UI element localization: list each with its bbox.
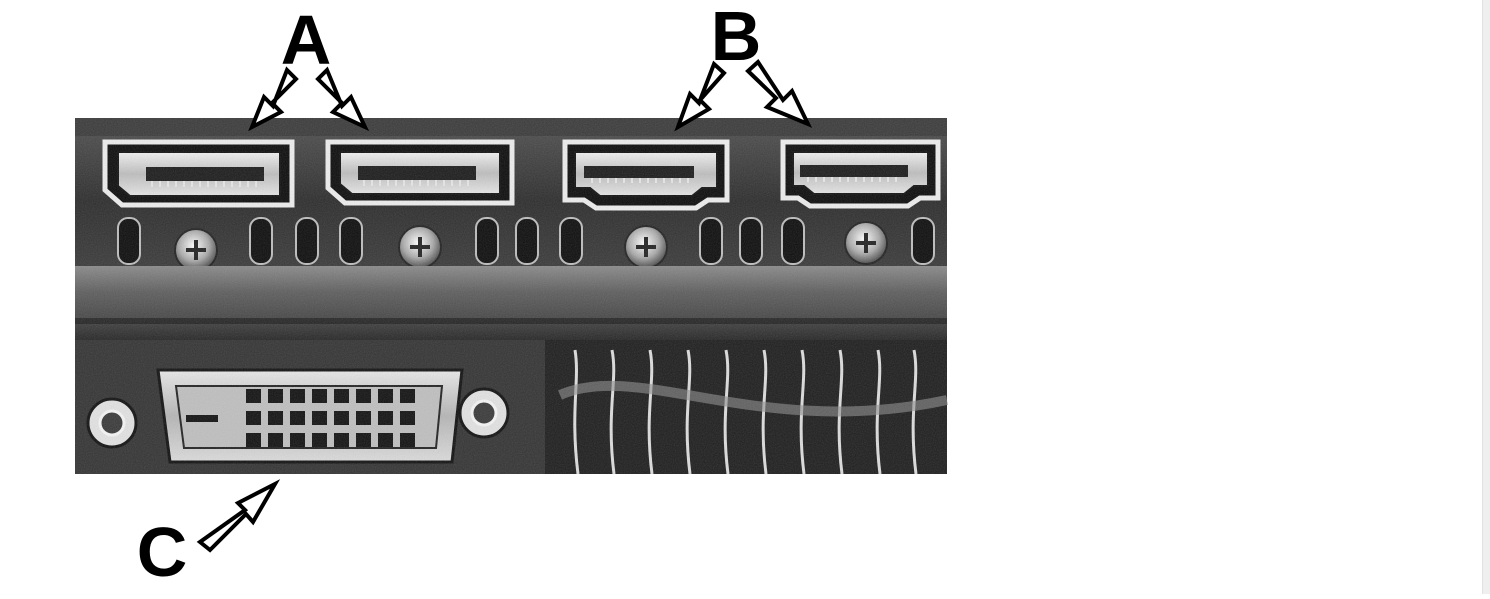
- arrow-b-right-icon: [745, 58, 813, 128]
- arrow-c-icon: [196, 479, 281, 553]
- arrow-a-right-icon: [315, 66, 370, 132]
- label-c-group: C: [137, 479, 281, 591]
- label-b: B: [711, 0, 762, 75]
- arrow-b-left-icon: [674, 60, 727, 132]
- label-a: A: [281, 1, 332, 79]
- label-b-group: B: [674, 0, 813, 132]
- arrow-a-left-icon: [248, 66, 299, 132]
- page-edge-scrollbar: [1482, 0, 1490, 594]
- graphics-card-photo: [75, 118, 949, 475]
- label-a-group: A: [248, 1, 370, 132]
- photo-grain: [75, 118, 947, 474]
- label-c: C: [137, 513, 188, 591]
